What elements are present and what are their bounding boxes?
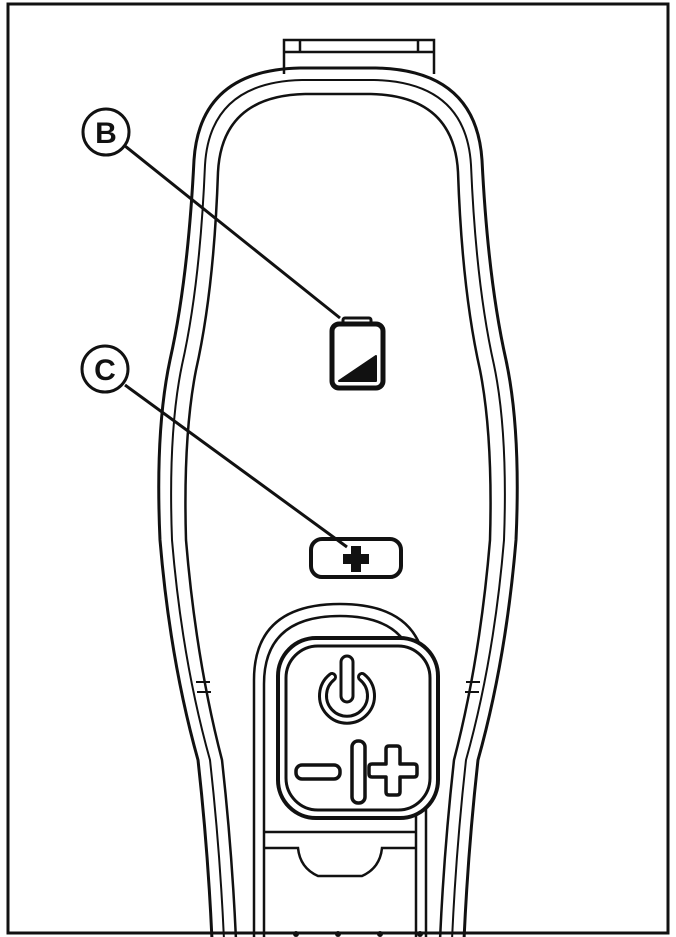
callout-b-leader bbox=[124, 144, 341, 320]
callout-c-label: C bbox=[94, 354, 116, 387]
callout-b: B bbox=[81, 107, 131, 157]
callout-b-label: B bbox=[95, 117, 117, 150]
top-clip bbox=[282, 38, 436, 74]
battery-indicator-icon bbox=[329, 316, 386, 391]
plus-icon[interactable] bbox=[367, 744, 419, 797]
power-icon[interactable] bbox=[318, 654, 376, 725]
callout-c-leader bbox=[124, 383, 348, 549]
plus-indicator-icon bbox=[309, 537, 403, 579]
device-body bbox=[157, 66, 519, 937]
callout-c: C bbox=[80, 344, 130, 394]
bottom-edge-marks bbox=[293, 931, 423, 937]
minus-icon[interactable] bbox=[294, 763, 342, 781]
button-divider bbox=[350, 739, 367, 805]
